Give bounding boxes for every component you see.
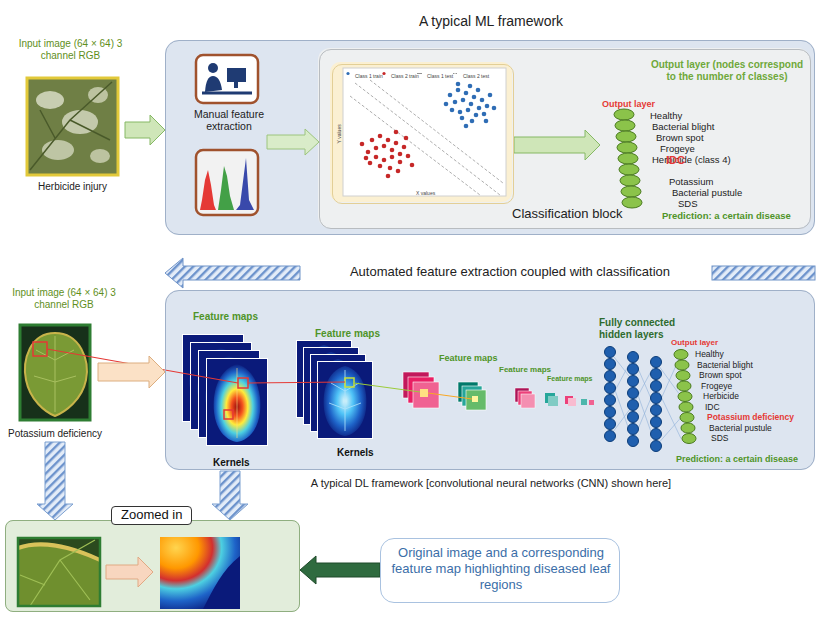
- image-caption: Potassium deficiency: [5, 428, 105, 440]
- class-label: IDC: [666, 154, 685, 167]
- classification-block: Output layer (nodes correspond to the nu…: [319, 49, 811, 229]
- stack-label: Kernels: [337, 447, 374, 459]
- image-size-label: Input image (64 × 64) 3 channel RGB: [3, 287, 125, 310]
- plot-legend: Class 2 test: [463, 74, 489, 80]
- ml-framework-panel: A typical ML frameworkManual feature ext…: [165, 40, 815, 235]
- block-label: Classification block: [512, 207, 623, 222]
- class-label: Frogeye: [660, 144, 695, 155]
- output-layer: Output layerHealthyBacterial blightBrown…: [667, 337, 807, 449]
- layer-label: Fully connected hidden layers: [599, 317, 679, 340]
- panel-grounds: [5, 40, 815, 612]
- input-image: Input image (64 × 64) 3 channel RGBHerbi…: [20, 38, 125, 198]
- block-arrow: [300, 556, 380, 584]
- class-label: Bacterial blight: [697, 361, 753, 371]
- class-label: Brown spot: [656, 133, 704, 144]
- class-label: Healthy: [650, 111, 682, 122]
- note-text: Original image and a corresponding featu…: [389, 545, 613, 594]
- block-arrow: [125, 115, 165, 145]
- class-label: SDS: [711, 434, 728, 444]
- potassium-leaf-image: [20, 325, 90, 420]
- stack-label: Feature maps: [315, 328, 380, 340]
- layer-label: Output layer: [602, 99, 655, 109]
- block-arrow: [514, 130, 600, 160]
- stack-label: Kernels: [213, 457, 250, 469]
- class-label: Bacterial pustule: [672, 188, 742, 199]
- class-label: Bacterial blight: [652, 122, 714, 133]
- stack-label: Feature maps: [439, 353, 498, 363]
- layer-label: Output layer: [671, 338, 718, 347]
- plot-legend: Class 1 train: [355, 74, 383, 80]
- class-label: Healthy: [695, 350, 724, 360]
- class-label: Potassium deficiency: [707, 413, 794, 423]
- manual-feature-icons: [196, 55, 258, 215]
- feature-map-stack: Feature mapsKernels: [179, 309, 279, 471]
- hidden-layers: Fully connected hidden layers: [599, 317, 669, 447]
- block-arrow: [267, 129, 319, 155]
- plot-legend: Class 1 test: [427, 74, 453, 80]
- axis-label: Y values: [337, 124, 343, 143]
- class-label: SDS: [678, 199, 698, 210]
- class-label: Brown spot: [699, 371, 742, 381]
- output-layer: Output layerHealthyBacterial blightBrown…: [600, 98, 800, 212]
- stack-label: Feature maps: [193, 311, 258, 323]
- zoom-panel: Zoomed in: [5, 520, 300, 612]
- block-arrow: [98, 356, 165, 388]
- plot-legend: Class 2 train: [391, 74, 419, 80]
- output-note: Output layer (nodes correspond to the nu…: [647, 59, 807, 82]
- feature-map-stack: Feature mapsKernels: [293, 327, 389, 461]
- input-image: Input image (64 × 64) 3 channel RGBPotas…: [12, 286, 98, 442]
- prediction-label: Prediction: a certain disease: [662, 211, 791, 222]
- class-label: Herbicide (class 4): [652, 155, 731, 166]
- note-box: Original image and a corresponding featu…: [380, 538, 620, 603]
- dl-framework-panel: Prediction: a certain diseaseA typical D…: [165, 290, 815, 470]
- output-layer-nodes: [614, 109, 642, 208]
- prediction-label: Prediction: a certain disease: [676, 454, 798, 464]
- step-label: Manual feature extraction: [181, 108, 277, 132]
- class-label: Potassium: [669, 177, 713, 188]
- class-label: Bacterial pustule: [709, 424, 772, 434]
- herbicide-leaf-image: [27, 78, 118, 175]
- class-label: IDC: [705, 403, 720, 413]
- feature-map-stack: Feature maps: [456, 365, 551, 409]
- cnn-feature-maps: [47, 335, 594, 446]
- feature-map-stack: Feature maps: [513, 375, 597, 409]
- fully-connected-layers: [605, 347, 697, 452]
- zoom-tag: Zoomed in: [111, 506, 192, 525]
- block-arrow: [212, 471, 248, 520]
- band-arrows: [165, 258, 815, 288]
- zoomed-images: [18, 537, 240, 609]
- block-arrow: [37, 442, 73, 520]
- scatter-illustration: [346, 72, 503, 195]
- class-label: Frogeye: [701, 382, 732, 392]
- stack-label: Feature maps: [499, 365, 551, 374]
- scatter-plot: Class 1 train Class 2 train Class 1 test Cl…: [332, 64, 514, 204]
- band-label: Automated feature extraction coupled wit…: [300, 265, 720, 280]
- image-size-label: Input image (64 × 64) 3 channel RGB: [8, 38, 133, 61]
- framework-caption: A typical DL framework [convolutional ne…: [166, 477, 816, 490]
- stack-label: Feature maps: [547, 375, 593, 383]
- axis-label: X values: [416, 191, 435, 197]
- feature-extraction-group: Manual feature extraction: [191, 53, 267, 219]
- panel-title: A typical ML framework: [166, 13, 816, 29]
- class-label: Herbicide: [703, 392, 739, 402]
- image-caption: Herbicide injury: [15, 181, 130, 193]
- feature-map-stack: Feature maps: [401, 353, 501, 413]
